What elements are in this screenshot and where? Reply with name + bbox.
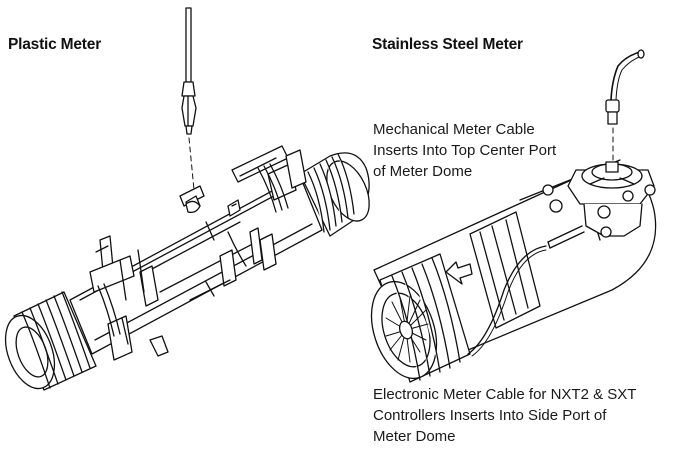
plastic-meter-dome [186, 200, 240, 216]
electronic-callout-line-3: Meter Dome [373, 428, 456, 445]
stainless-meter-side-cable [468, 226, 584, 356]
plastic-meter-left-thread [0, 292, 96, 395]
mechanical-callout-line-2: Inserts Into Top Center Port [373, 142, 557, 159]
stainless-meter-heading: Stainless Steel Meter [372, 36, 523, 53]
stainless-meter-flow-arrow [446, 262, 472, 284]
mechanical-callout-line-3: of Meter Dome [373, 163, 473, 180]
plastic-probe-guide-line [189, 138, 195, 200]
plastic-meter-right-thread [300, 153, 378, 236]
stainless-meter-sleeve [470, 212, 540, 328]
plastic-meter-drawing [0, 8, 378, 395]
mechanical-cable-callout: Mechanical Meter Cable Inserts Into Top … [373, 119, 556, 182]
stainless-meter-threaded-inlet [360, 254, 470, 387]
plastic-meter-heading: Plastic Meter [8, 36, 102, 53]
plastic-meter-probe [182, 8, 196, 134]
stainless-meter-top-cable [606, 50, 644, 124]
mechanical-callout-line-1: Mechanical Meter Cable [373, 121, 535, 138]
electronic-cable-callout: Electronic Meter Cable for NXT2 & SXT Co… [373, 384, 636, 447]
electronic-callout-line-1: Electronic Meter Cable for NXT2 & SXT [373, 386, 637, 403]
stainless-meter-dome [543, 162, 655, 237]
plastic-meter-straps [98, 164, 288, 336]
electronic-callout-line-2: Controllers Inserts Into Side Port of [373, 407, 607, 424]
stainless-meter-drawing [360, 50, 656, 387]
